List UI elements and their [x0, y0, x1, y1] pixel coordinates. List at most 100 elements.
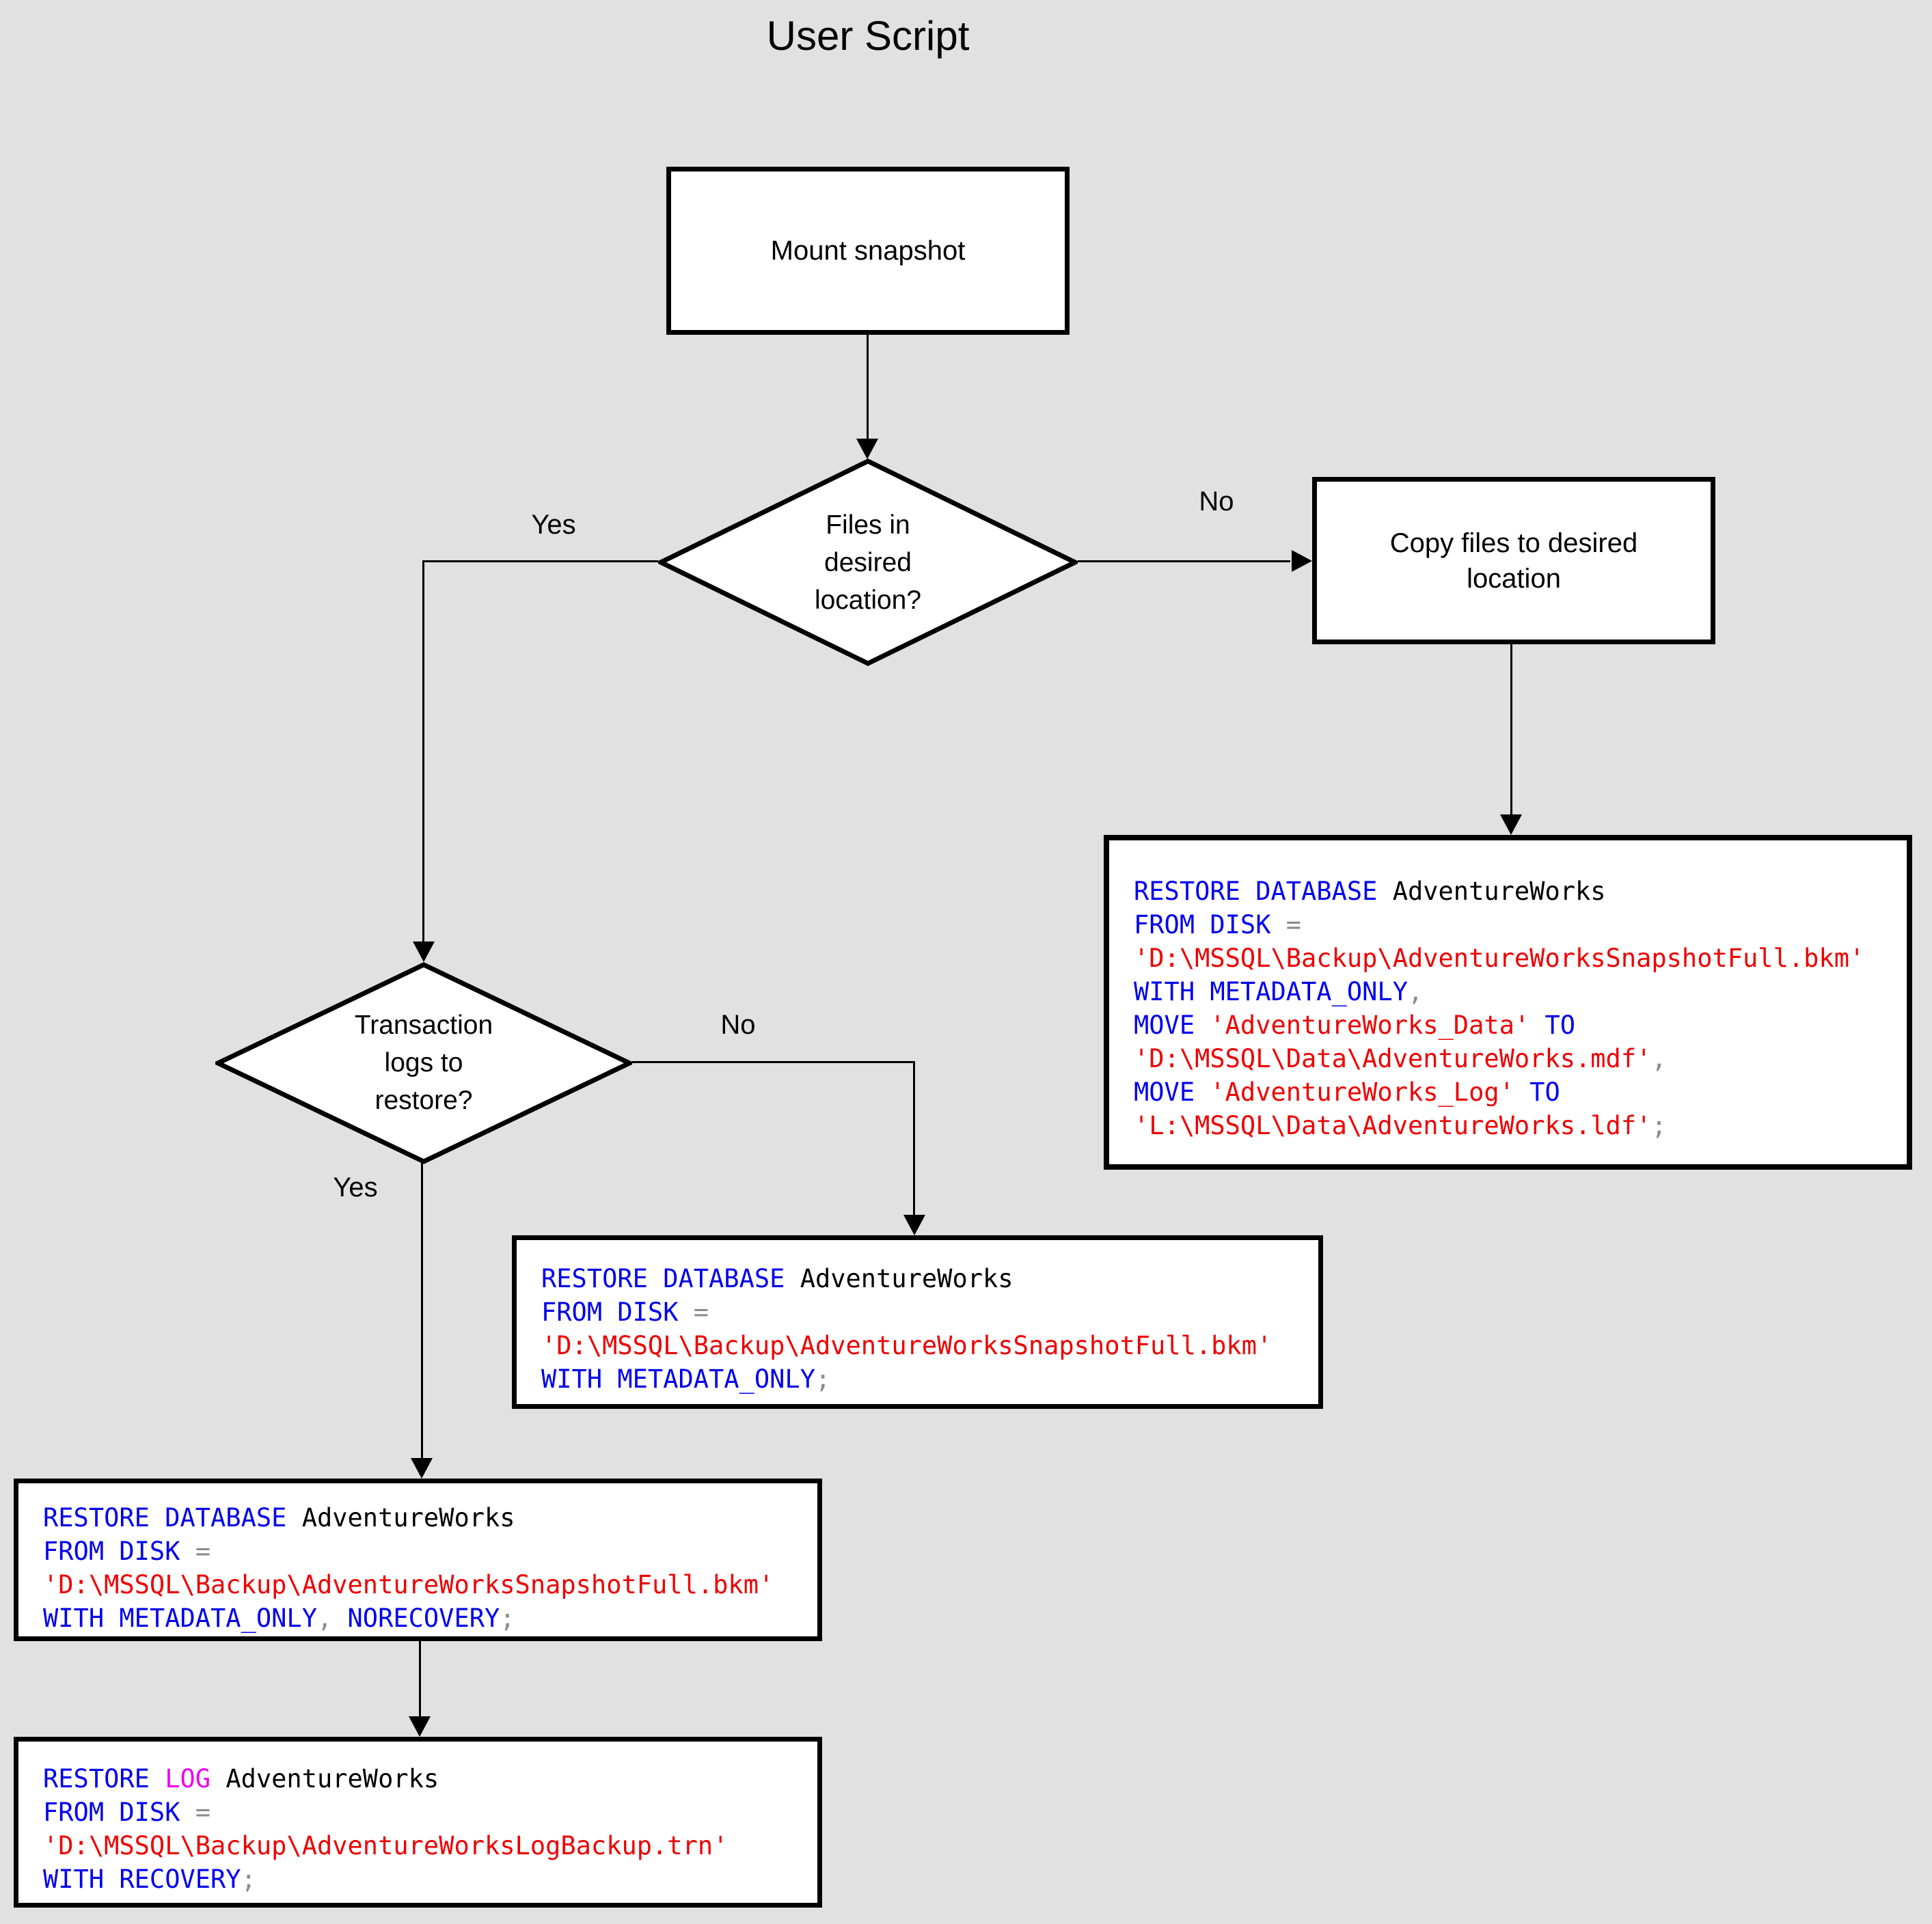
process-copy-files-line1: Copy files to desired: [1389, 527, 1638, 558]
code-token: 'D:\MSSQL\Backup\AdventureWorksSnapshotF…: [43, 1570, 774, 1599]
connector-files-yes-horizontal: [422, 560, 658, 562]
code-token: MOVE: [1134, 1077, 1195, 1107]
code-token: WITH METADATA_ONLY: [541, 1364, 815, 1394]
connector-logs-no-horizontal: [632, 1061, 915, 1063]
process-mount-snapshot-label: Mount snapshot: [770, 236, 966, 266]
code-token: 'D:\MSSQL\Backup\AdventureWorksSnapshotF…: [1134, 944, 1865, 973]
process-copy-files: Copy files to desired location: [1312, 477, 1715, 644]
code-token: MOVE: [1134, 1011, 1195, 1040]
decision-files-location-diamond: [658, 458, 1078, 666]
code-token: 'AdventureWorks_Data': [1195, 1011, 1530, 1040]
page-title: User Script: [766, 13, 970, 59]
code-line: WITH METADATA_ONLY,: [1134, 975, 1900, 1008]
decision-transaction-logs-diamond: [215, 962, 632, 1164]
decision-files-location-shape: [658, 458, 1078, 666]
decision-files-location-label: Files in desired location?: [731, 506, 1005, 619]
decision-logs-line3: restore?: [375, 1086, 473, 1115]
arrowhead-down-icon: [413, 942, 435, 962]
decision-logs-line2: logs to: [384, 1048, 463, 1077]
code-token: AdventureWorks: [286, 1503, 515, 1533]
code-line: MOVE 'AdventureWorks_Log' TO: [1134, 1075, 1900, 1109]
code-line: FROM DISK =: [43, 1796, 811, 1829]
connector-logs-yes-vertical: [421, 1163, 423, 1458]
code-token: ,: [1651, 1044, 1667, 1073]
arrowhead-down-icon: [903, 1215, 925, 1235]
code-line: 'L:\MSSQL\Data\AdventureWorks.ldf';: [1134, 1109, 1900, 1142]
code-token: RESTORE DATABASE: [541, 1264, 785, 1293]
edge-label-files-no: No: [1199, 486, 1234, 517]
code-token: RESTORE DATABASE: [1134, 877, 1378, 906]
code-line: RESTORE DATABASE AdventureWorks: [43, 1501, 811, 1535]
decision-logs-line1: Transaction: [354, 1011, 493, 1040]
code-token: ;: [500, 1604, 515, 1633]
code-token: 'L:\MSSQL\Data\AdventureWorks.ldf': [1134, 1111, 1652, 1140]
code-token: RESTORE DATABASE: [43, 1503, 287, 1533]
code-token: 'AdventureWorks_Log': [1195, 1077, 1514, 1107]
decision-files-line3: location?: [814, 586, 922, 615]
code-token: ;: [241, 1865, 256, 1894]
decision-files-line2: desired: [824, 548, 912, 577]
code-line: WITH RECOVERY;: [43, 1863, 811, 1896]
decision-transaction-logs-label: Transaction logs to restore?: [287, 1006, 560, 1119]
connector-files-yes-vertical: [422, 560, 424, 942]
code-line: 'D:\MSSQL\Backup\AdventureWorksSnapshotF…: [43, 1568, 811, 1602]
edge-label-logs-no: No: [720, 1010, 756, 1040]
code-line: RESTORE LOG AdventureWorks: [43, 1762, 811, 1796]
code-token: FROM DISK: [43, 1798, 180, 1827]
code-line: RESTORE DATABASE AdventureWorks: [541, 1262, 1311, 1295]
arrowhead-down-icon: [411, 1458, 433, 1479]
code-token: 'D:\MSSQL\Data\AdventureWorks.mdf': [1134, 1044, 1652, 1073]
process-mount-snapshot: Mount snapshot: [666, 167, 1070, 335]
connector-mount-to-files-decision: [867, 335, 869, 439]
code-token: ,: [316, 1604, 348, 1633]
decision-transaction-logs-shape: [215, 962, 632, 1164]
code-token: TO: [1529, 1011, 1576, 1040]
connector-files-no-horizontal: [1078, 560, 1290, 562]
code-token: AdventureWorks: [210, 1764, 439, 1794]
code-token: WITH RECOVERY: [43, 1865, 241, 1894]
code-token: AdventureWorks: [1377, 877, 1606, 906]
code-token: FROM DISK: [43, 1537, 180, 1566]
code-line: 'D:\MSSQL\Data\AdventureWorks.mdf',: [1134, 1042, 1900, 1075]
code-token: WITH METADATA_ONLY: [43, 1604, 317, 1633]
edge-label-logs-yes: Yes: [333, 1172, 378, 1202]
code-line: MOVE 'AdventureWorks_Data' TO: [1134, 1008, 1900, 1042]
code-token: 'D:\MSSQL\Backup\AdventureWorksLogBackup…: [43, 1831, 729, 1860]
code-line: WITH METADATA_ONLY;: [541, 1362, 1311, 1396]
decision-files-line1: Files in: [826, 510, 910, 540]
code-token: RESTORE: [43, 1764, 165, 1794]
code-line: FROM DISK =: [1134, 908, 1900, 942]
code-token: AdventureWorks: [785, 1264, 1013, 1293]
code-token: FROM DISK: [1134, 910, 1271, 939]
code-token: FROM DISK: [541, 1297, 679, 1327]
code-token: TO: [1514, 1077, 1560, 1107]
process-copy-files-line2: location: [1467, 563, 1561, 594]
arrowhead-down-icon: [856, 439, 878, 459]
code-token: =: [1270, 910, 1302, 939]
code-token: ;: [1651, 1111, 1667, 1140]
code-token: =: [180, 1537, 211, 1566]
code-line: FROM DISK =: [43, 1535, 811, 1568]
code-line: WITH METADATA_ONLY, NORECOVERY;: [43, 1602, 811, 1635]
code-line: 'D:\MSSQL\Backup\AdventureWorksSnapshotF…: [541, 1329, 1311, 1362]
code-token: ,: [1407, 977, 1424, 1006]
connector-norecovery-to-restore-log: [419, 1641, 421, 1716]
code-token: =: [180, 1798, 211, 1827]
edge-label-files-yes: Yes: [531, 510, 576, 540]
connector-copy-to-code: [1510, 644, 1512, 814]
code-token: LOG: [165, 1764, 211, 1794]
code-token: WITH METADATA_ONLY: [1134, 977, 1408, 1006]
code-token: NORECOVERY: [347, 1604, 500, 1633]
arrowhead-right-icon: [1292, 550, 1312, 572]
code-line: RESTORE DATABASE AdventureWorks: [1134, 875, 1900, 908]
code-line: FROM DISK =: [541, 1295, 1311, 1329]
code-line: 'D:\MSSQL\Backup\AdventureWorksSnapshotF…: [1134, 942, 1900, 975]
arrowhead-down-icon: [1500, 814, 1522, 835]
code-token: ;: [815, 1364, 831, 1394]
code-token: 'D:\MSSQL\Backup\AdventureWorksSnapshotF…: [541, 1331, 1273, 1360]
